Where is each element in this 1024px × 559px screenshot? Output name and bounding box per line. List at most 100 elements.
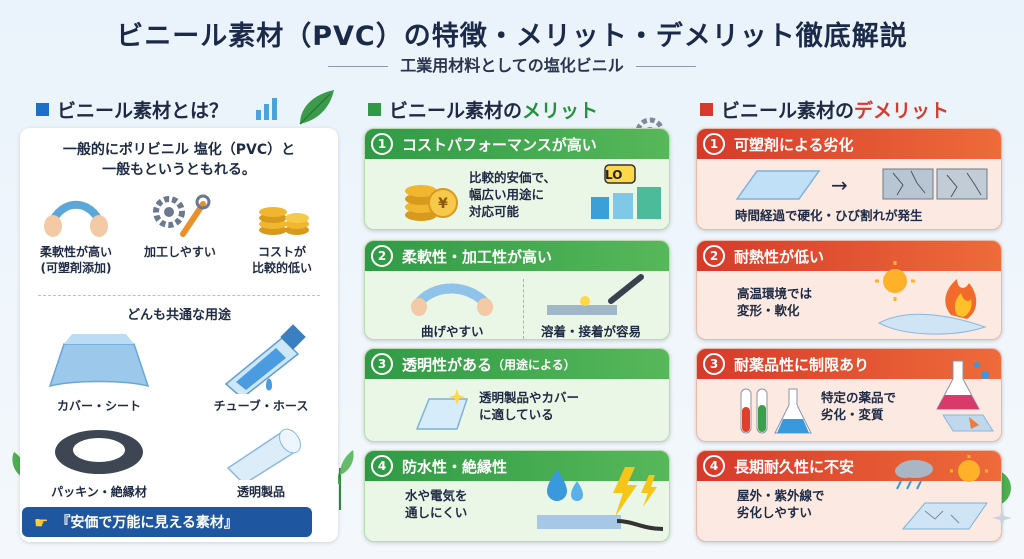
divider [38, 295, 320, 296]
demerit-card-2: 2 耐熱性が低い 高温環境では変形・軟化 [696, 240, 1002, 340]
use-label: 透明製品 [236, 485, 285, 499]
gasket-ring-icon [55, 430, 143, 474]
demerit-number: 2 [703, 245, 725, 267]
merit-number: 3 [371, 353, 393, 375]
weather-sun-icon [895, 455, 988, 530]
demerit-text: 変形・軟化 [737, 303, 800, 318]
use-transparent-products: 透明製品 [196, 422, 326, 500]
intro-line: 一般もというともれる。 [102, 162, 256, 178]
left-section-heading: ビニール素材とは？ [36, 96, 228, 123]
hands-bending-icon [44, 200, 108, 237]
svg-text:¥: ¥ [438, 196, 448, 212]
merits-section-heading: ビニール素材の メリット [368, 96, 598, 123]
merit-card-2: 2 柔軟性・加工性が高い 曲げやすい 溶着・接着が容易 [364, 240, 670, 340]
coins-yen-icon: ¥ [405, 185, 458, 221]
demerits-section-heading: ビニール素材の デメリット [700, 96, 949, 123]
square-bullet-icon [700, 103, 713, 116]
bar-chart-icon [256, 98, 277, 120]
demerit-number: 4 [703, 455, 725, 477]
test-tubes-icon [740, 388, 812, 434]
intro-line: 一般的にポリビニル 塩化（PVC）と [62, 142, 296, 158]
clear-pipe-icon [226, 428, 301, 480]
feature-flexibility: 柔軟性が高い (可塑剤添加) [26, 190, 126, 276]
merit-title: 透明性がある [402, 355, 493, 374]
merit-card-4: 4 防水性・絶縁性 水や電気を通しにくい [364, 450, 670, 542]
gear-wrench-icon [153, 194, 211, 237]
merit-text: 水や電気を [405, 488, 468, 503]
leaf-icon [299, 90, 334, 125]
what-is-vinyl-card: 一般的にポリビニル 塩化（PVC）と 一般もというともれる。 柔軟性が高い (可塑… [20, 128, 338, 542]
feature-label: 柔軟性が高い [39, 245, 112, 259]
demerit-number: 1 [703, 133, 725, 155]
transparent-plate-icon [415, 389, 469, 430]
demerits-heading-accent: デメリット [854, 100, 950, 122]
merits-heading-text: ビニール素材の [389, 100, 523, 122]
feature-processability: 加工しやすい [130, 190, 230, 260]
demerit-title: 長期耐久性に不安 [734, 457, 855, 476]
use-label: チューブ・ホース [213, 399, 309, 413]
merit-number: 4 [371, 455, 393, 477]
pointing-hand-icon: ☛ [34, 512, 49, 532]
demerits-heading-text: ビニール素材の [721, 100, 855, 122]
use-cover-sheet: カバー・シート [34, 324, 164, 414]
merit-number: 1 [371, 133, 393, 155]
merit-title: 柔軟性・加工性が高い [402, 247, 553, 266]
demerit-card-4: 4 長期耐久性に不安 屋外・紫外線で劣化しやすい [696, 450, 1002, 542]
demerit-text: 劣化しやすい [737, 505, 812, 520]
demerit-title: 可塑剤による劣化 [734, 135, 854, 154]
merit-title-note: （用途による） [492, 357, 576, 372]
water-lightning-icon [537, 467, 664, 531]
merit-text: 溶着・接着が容易 [541, 324, 642, 339]
coins-icon [259, 207, 309, 235]
arrow-right-icon: → [831, 173, 848, 197]
demerit-text: 劣化・変質 [821, 407, 884, 422]
demerit-text: 屋外・紫外線で [737, 488, 825, 503]
merit-text: 曲げやすい [421, 324, 484, 339]
merit-card-3: 3 透明性がある（用途による） 透明製品やカバーに適している [364, 348, 670, 442]
use-tube-hose: チューブ・ホース [196, 324, 326, 414]
merits-heading-accent: メリット [522, 100, 599, 122]
flask-reaction-icon [936, 360, 994, 432]
uses-title: どんも共通な用途 [126, 308, 231, 323]
merit-text: に適している [479, 407, 554, 422]
merit-text: 通しにくい [405, 505, 468, 520]
use-label: パッキン・絶縁材 [51, 485, 147, 499]
merit-title: 防水性・絶縁性 [402, 457, 508, 476]
smooth-sheet-icon [735, 170, 821, 200]
bending-sheet-icon [411, 283, 493, 316]
merit-text: 幅広い用途に [469, 187, 545, 202]
merit-title: コストパフォーマンスが高い [402, 135, 597, 154]
merit-text: 透明製品やカバー [479, 390, 580, 405]
page-subtitle: 工業用材料としての塩化ビニル [0, 52, 1024, 76]
tube-icon [224, 324, 306, 394]
summary-banner: ☛ 『安価で万能に見える素材』 [22, 507, 312, 537]
left-heading-text: ビニール素材とは？ [57, 100, 229, 122]
use-label: カバー・シート [56, 399, 141, 413]
feature-label: 加工しやすい [144, 245, 216, 259]
demerit-title: 耐薬品性に制限あり [734, 355, 870, 374]
feature-sublabel: (可塑剤添加) [40, 261, 112, 275]
banner-text: 『安価で万能に見える素材』 [56, 515, 238, 531]
square-bullet-icon [36, 103, 49, 116]
cracked-sheet-icon [882, 168, 988, 200]
demerit-number: 3 [703, 353, 725, 375]
sheet-cover-icon [48, 334, 150, 388]
feature-label: コストが [257, 245, 306, 259]
square-bullet-icon [368, 103, 381, 116]
demerit-title: 耐熱性が低い [734, 247, 825, 266]
product-boxes-icon [591, 164, 661, 219]
merit-number: 2 [371, 245, 393, 267]
sparkle-icon [992, 508, 1012, 528]
divider [523, 279, 524, 339]
feature-low-cost: コストが比較的低い [232, 190, 332, 276]
merit-text: 対応可能 [469, 204, 520, 219]
lo-badge: LO [605, 168, 623, 182]
demerit-text: 高温環境では [737, 286, 813, 301]
intro-text: 一般的にポリビニル 塩化（PVC）と 一般もというともれる。 [20, 140, 338, 180]
sun-fire-icon [875, 261, 987, 335]
use-gasket-insulation: パッキン・絶縁材 [34, 422, 164, 500]
welding-icon [547, 274, 644, 315]
